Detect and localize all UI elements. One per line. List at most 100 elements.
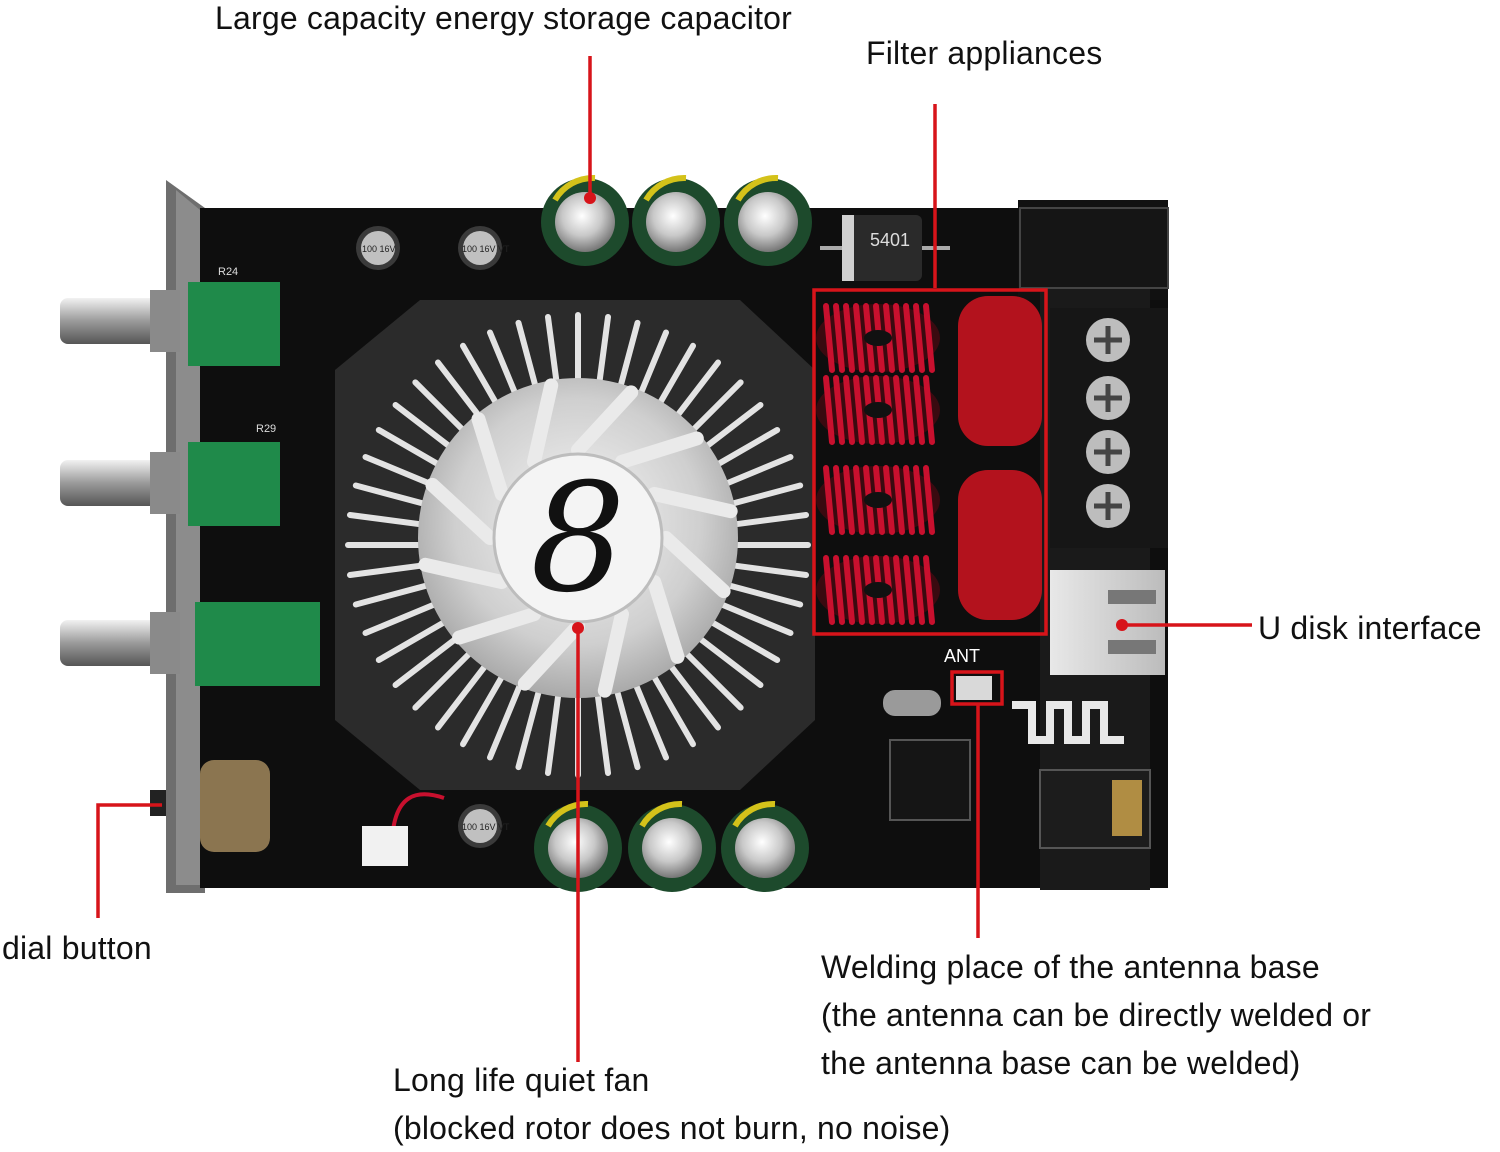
heatsink-fin	[719, 482, 804, 510]
inductor-brown	[200, 760, 270, 852]
filter-highlight-box	[812, 288, 1048, 636]
callout-dot-fan	[572, 622, 584, 634]
fan-blade	[418, 557, 509, 589]
heatsink-fin	[723, 511, 810, 529]
small-cap-marking-3: 100 16V VT	[462, 822, 510, 832]
usb-port	[1050, 570, 1165, 675]
heatsink-fin	[460, 671, 506, 748]
volume-knob[interactable]	[60, 290, 180, 352]
heatsink-fin	[434, 661, 490, 731]
label-filter: Filter appliances	[866, 35, 1103, 71]
dc-power-jack	[1019, 207, 1169, 289]
diode-marking: 5401	[870, 230, 910, 250]
speaker-terminal-block	[1050, 308, 1168, 548]
fan-blade	[452, 607, 541, 645]
large-capacitor	[628, 800, 716, 892]
potentiometer-body-1	[188, 282, 280, 366]
heatsink-fin	[632, 680, 670, 761]
label-antenna-line3: the antenna base can be welded)	[821, 1045, 1301, 1081]
heatsink-fin	[694, 633, 764, 689]
terminal-screw	[1086, 484, 1130, 528]
treble-knob[interactable]	[60, 452, 180, 514]
dial-switch[interactable]	[150, 790, 166, 816]
large-capacitor	[541, 174, 629, 266]
small-capacitor-top-right	[458, 226, 502, 270]
crystal	[883, 690, 941, 716]
film-capacitor-2	[958, 470, 1042, 620]
cooling-fan: 8	[418, 378, 738, 698]
film-capacitor-1	[958, 296, 1042, 446]
fan-blade	[571, 385, 639, 457]
label-antenna-line2: (the antenna can be directly welded or	[821, 997, 1372, 1033]
fan-blade	[647, 487, 738, 519]
fan-blade	[647, 575, 685, 664]
small-cap-marking-2: 100 16V VT	[462, 244, 510, 254]
diode: 5401	[820, 215, 950, 281]
heatsink-fin	[352, 482, 437, 510]
potentiometer-body-2	[188, 442, 280, 526]
fan-logo: 8	[530, 452, 625, 626]
heatsink-fin	[486, 680, 524, 761]
label-fan-line1: Long life quiet fan	[393, 1062, 650, 1098]
heatsink-fin	[544, 690, 562, 777]
heatsink-fin	[352, 580, 437, 608]
callout-lines	[96, 56, 1252, 1062]
antenna-marking: ANT	[944, 646, 980, 666]
inductor-coil	[816, 303, 940, 373]
fan-blade	[597, 607, 629, 698]
terminal-screw	[1086, 376, 1130, 420]
heatsink-fin	[412, 648, 475, 711]
heatsink-fin	[346, 511, 433, 529]
heatsink-fin	[346, 561, 433, 579]
callout-line-dial	[96, 803, 162, 918]
heatsink-fin	[594, 690, 612, 777]
inductor-coil	[816, 465, 940, 535]
heatsink-fin	[515, 686, 543, 771]
potentiometer-body-3	[195, 602, 320, 686]
large-capacitor	[724, 174, 812, 266]
heatsink-fin	[650, 671, 696, 748]
terminal-screw	[1086, 318, 1130, 362]
filter-inductors	[816, 303, 940, 625]
large-capacitor	[632, 174, 720, 266]
pcb-antenna-trace	[1012, 701, 1124, 744]
fan-blade	[659, 531, 731, 599]
heatsink-fin	[392, 633, 462, 689]
label-fan-line2: (blocked rotor does not burn, no noise)	[393, 1110, 951, 1146]
small-capacitor-top-left	[356, 226, 400, 270]
heatsink-fin	[666, 661, 722, 731]
fan-blade	[517, 619, 585, 691]
fan-blade	[615, 431, 704, 469]
heatsink-fin	[362, 599, 443, 637]
callout-dot-capacitor	[584, 192, 596, 204]
label-udisk: U disk interface	[1258, 610, 1482, 646]
heatsink-fin	[719, 580, 804, 608]
antenna-pad	[956, 676, 992, 700]
pot-ref-1: R24	[218, 266, 238, 278]
inductor-coil	[816, 375, 940, 445]
fan-blade	[471, 412, 509, 501]
label-capacitor: Large capacity energy storage capacitor	[215, 0, 793, 36]
audio-jack-ring	[1112, 780, 1142, 836]
bass-knob[interactable]	[60, 612, 180, 674]
fan-blade	[527, 378, 559, 469]
small-capacitor-bottom	[458, 804, 502, 848]
label-dial: dial button	[2, 930, 152, 966]
heatsink-fin	[723, 561, 810, 579]
antenna-highlight-box	[950, 670, 1004, 706]
fan-blade	[425, 477, 497, 545]
inductor-coil	[816, 555, 940, 625]
terminal-screw	[1086, 430, 1130, 474]
small-cap-marking-1: 100 16V	[362, 244, 396, 254]
large-capacitor	[721, 800, 809, 892]
heatsink-fin	[704, 617, 781, 663]
callout-dot-udisk	[1116, 619, 1128, 631]
fan-connector	[362, 826, 408, 866]
label-antenna-line1: Welding place of the antenna base	[821, 949, 1320, 985]
heatsink-fin	[713, 599, 794, 637]
bluetooth-chip	[889, 739, 971, 821]
heatsink-fin	[613, 686, 641, 771]
heatsink-fin	[681, 648, 744, 711]
heatsink-fin	[713, 453, 794, 491]
